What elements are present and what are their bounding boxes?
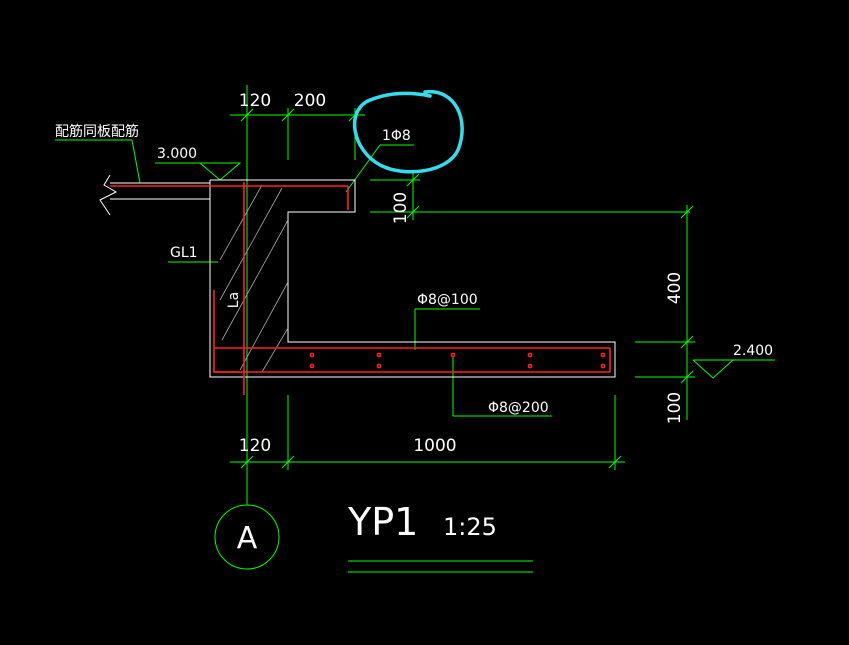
- axis-label: A: [237, 521, 258, 556]
- slab-bar-bottom-label: Φ8@200: [488, 400, 549, 416]
- concrete-outline: [99, 174, 616, 378]
- beam-label: GL1: [170, 245, 198, 261]
- highlight-circle: [352, 90, 464, 174]
- dim-bottom-slab: 1000: [413, 436, 456, 456]
- level-right-label: 2.400: [733, 343, 773, 359]
- top-bar-label: 1Φ8: [382, 128, 411, 144]
- level-top-label: 3.000: [157, 146, 197, 162]
- rebar-note-label: 配筋同板配筋: [55, 123, 139, 140]
- dimension-lines: [55, 85, 775, 573]
- anchorage-label: La: [226, 292, 242, 308]
- dim-slab-thickness-top: 100: [391, 192, 411, 224]
- drawing-scale: 1:25: [443, 513, 497, 541]
- dim-height-total: 400: [665, 272, 685, 304]
- dim-bottom-wall: 120: [239, 436, 271, 456]
- drawing-title: YP1: [347, 500, 418, 544]
- dim-top-wall: 120: [239, 91, 271, 111]
- slab-bar-top-label: Φ8@100: [417, 292, 478, 308]
- rebar: [110, 182, 611, 395]
- dim-slab-thickness-right: 100: [665, 392, 685, 424]
- beam-hatch: [219, 184, 289, 373]
- dim-top-ext: 200: [294, 91, 326, 111]
